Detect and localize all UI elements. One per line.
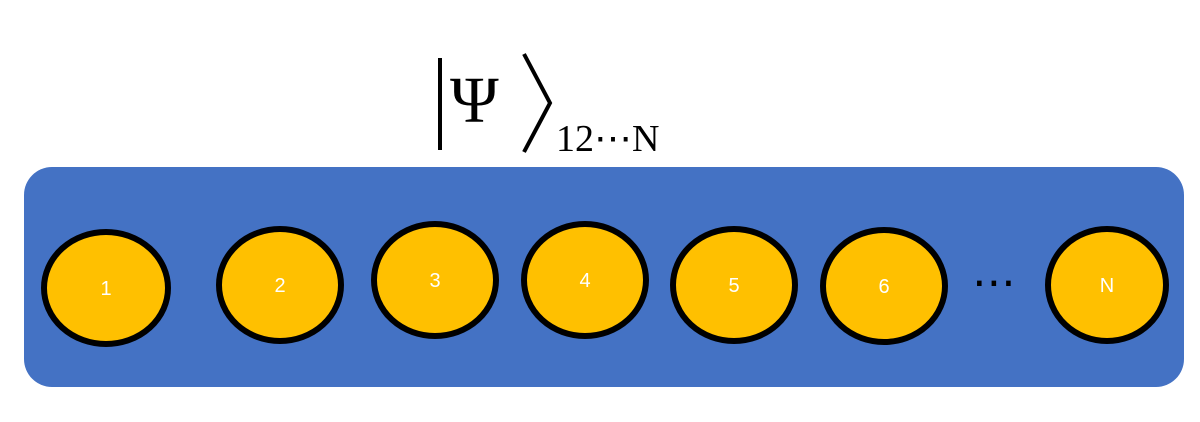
site-circle [521,221,649,339]
site-label: 6 [878,276,889,298]
site-circle [820,227,948,345]
site-4: 4 [521,221,649,339]
ket-subscript: 12⋯N [556,118,659,160]
ket-right-angle [522,53,553,153]
site-n: N [1045,226,1169,344]
site-circle [670,226,798,344]
site-3: 3 [371,221,499,339]
site-circle [216,226,344,344]
site-label: N [1100,275,1114,297]
site-1: 1 [41,229,171,347]
site-6: 6 [820,227,948,345]
site-label: 4 [579,270,590,292]
ket-notation: Ψ 12⋯N [438,53,659,160]
site-circle [371,221,499,339]
site-label: 3 [429,270,440,292]
site-circle [1045,226,1169,344]
site-5: 5 [670,226,798,344]
ellipsis: ⋯ [972,257,1016,308]
site-circle [41,229,171,347]
site-label: 1 [100,278,111,300]
site-label: 5 [728,275,739,297]
site-2: 2 [216,226,344,344]
site-label: 2 [274,275,285,297]
ket-symbol: Ψ [450,64,499,137]
